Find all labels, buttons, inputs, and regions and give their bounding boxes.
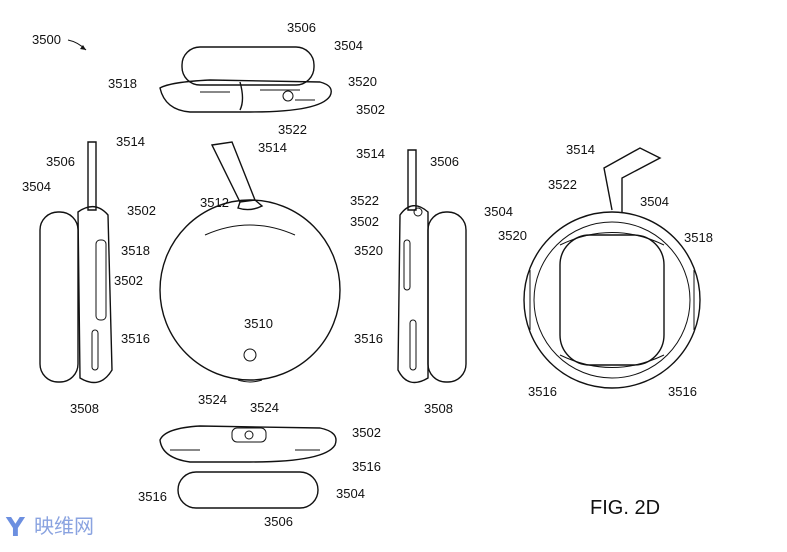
rear-view: [523, 147, 701, 389]
label: 3508: [424, 401, 453, 416]
watermark-logo: Y 映维网: [5, 513, 94, 543]
reference-labels: 3506 3504 3518 3520 3502 3522 3514 3514 …: [22, 20, 713, 529]
label: 3518: [121, 243, 150, 258]
watermark-text: 映维网: [34, 514, 94, 538]
bottom-view: [159, 425, 337, 509]
label: 3522: [548, 177, 577, 192]
label: 3506: [264, 514, 293, 529]
label: 3514: [356, 146, 385, 161]
label: 3506: [46, 154, 75, 169]
front-view: [159, 141, 341, 383]
label: 3522: [278, 122, 307, 137]
label: 3522: [350, 193, 379, 208]
label: 3504: [336, 486, 365, 501]
label: 3516: [121, 331, 150, 346]
label: 3502: [114, 273, 143, 288]
label: 3504: [640, 194, 669, 209]
label: 3502: [127, 203, 156, 218]
watermark-logo-icon: Y: [5, 513, 26, 543]
label: 3518: [684, 230, 713, 245]
label: 3516: [138, 489, 167, 504]
label: 3502: [356, 102, 385, 117]
label: 3524: [250, 400, 279, 415]
label: 3506: [430, 154, 459, 169]
right-side-view: [397, 149, 467, 384]
label: 3518: [108, 76, 137, 91]
label: 3524: [198, 392, 227, 407]
label: 3520: [354, 243, 383, 258]
label: 3510: [244, 316, 273, 331]
label: 3520: [498, 228, 527, 243]
label: 3502: [350, 214, 379, 229]
label: 3502: [352, 425, 381, 440]
left-side-view: [39, 141, 113, 384]
figure-caption: FIG. 2D: [590, 497, 660, 519]
label: 3506: [287, 20, 316, 35]
label: 3516: [354, 331, 383, 346]
label: 3520: [348, 74, 377, 89]
top-view: [159, 46, 332, 113]
label: 3512: [200, 195, 229, 210]
label: 3516: [668, 384, 697, 399]
figure-reference-label: 3500: [32, 32, 61, 47]
label: 3514: [566, 142, 595, 157]
label: 3504: [22, 179, 51, 194]
label: 3504: [334, 38, 363, 53]
label: 3504: [484, 204, 513, 219]
label: 3516: [352, 459, 381, 474]
label: 3514: [258, 140, 287, 155]
label: 3508: [70, 401, 99, 416]
label: 3514: [116, 134, 145, 149]
label: 3516: [528, 384, 557, 399]
